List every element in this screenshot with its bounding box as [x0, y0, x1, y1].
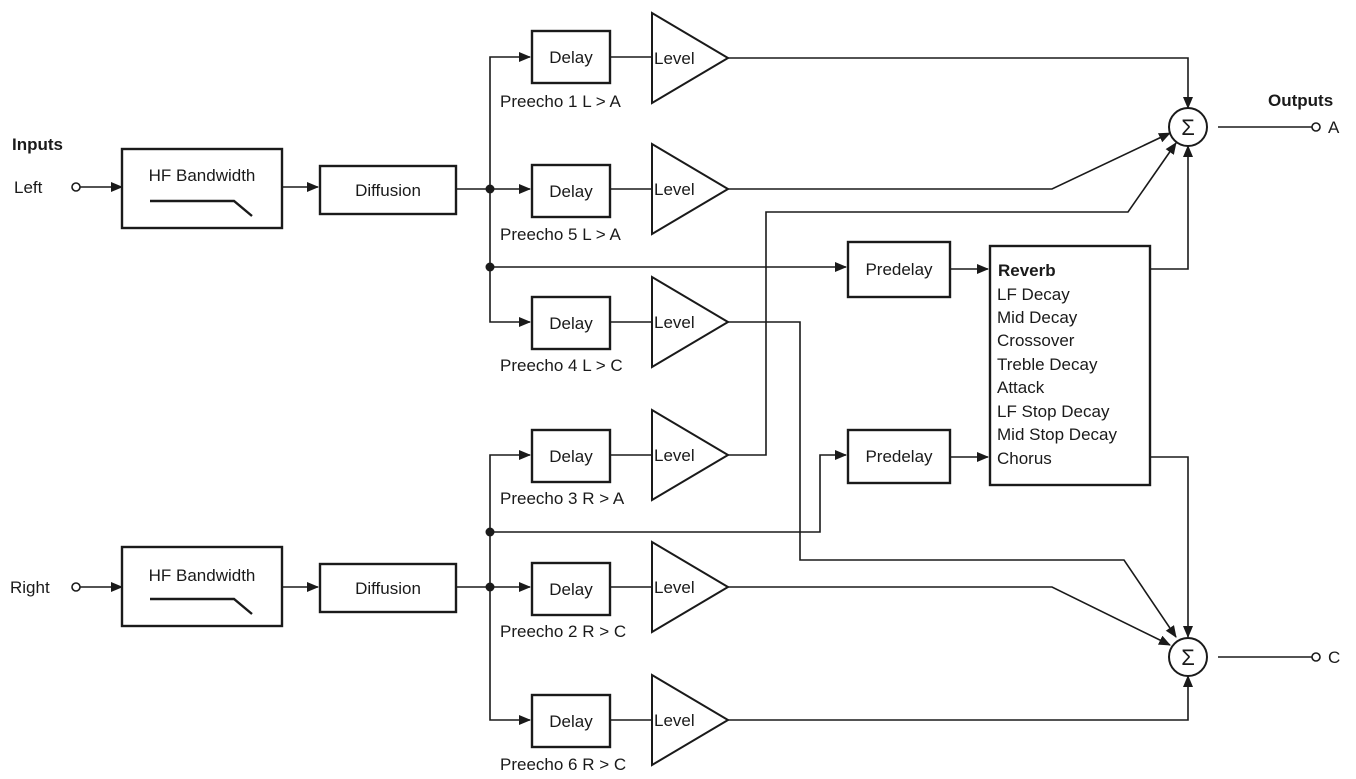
- predelay-bottom: Predelay: [846, 428, 952, 485]
- output-a-port: [1311, 122, 1321, 132]
- summer-c-circle: [1168, 637, 1208, 677]
- hf-bandwidth-label: HF Bandwidth: [149, 566, 256, 585]
- level-label: Level: [654, 180, 695, 199]
- preecho-6-chain: Delay Level Preecho 6 R > C: [500, 673, 730, 774]
- wire-to-delay6: [489, 587, 531, 725]
- junction-dot: [485, 582, 495, 592]
- delay-label: Delay: [549, 447, 593, 466]
- level-amp-icon: [651, 673, 730, 767]
- preecho-6-label: Preecho 6 R > C: [500, 755, 626, 774]
- preecho-4-label: Preecho 4 L > C: [500, 356, 623, 375]
- junction-dot: [485, 527, 495, 537]
- predelay-top: Predelay: [846, 240, 952, 299]
- reverb-param: Mid Decay: [997, 308, 1078, 327]
- hf-bandwidth-label: HF Bandwidth: [149, 166, 256, 185]
- left-input-port: [71, 182, 81, 192]
- inputs-heading: Inputs: [12, 135, 63, 154]
- level-amp-icon: [651, 275, 730, 369]
- preecho-2-label: Preecho 2 R > C: [500, 622, 626, 641]
- outputs-heading: Outputs: [1268, 91, 1333, 110]
- delay-label: Delay: [549, 580, 593, 599]
- reverb-param: LF Decay: [997, 285, 1070, 304]
- summer-a: Σ: [1168, 107, 1208, 147]
- predelay-label: Predelay: [865, 447, 933, 466]
- wire-level4-sumC: [728, 321, 1177, 638]
- predelay-label: Predelay: [865, 260, 933, 279]
- reverb-title: Reverb: [998, 261, 1056, 280]
- junction-dot: [485, 262, 495, 272]
- level-amp-icon: [651, 540, 730, 634]
- sigma-icon: Σ: [1181, 645, 1195, 670]
- preecho-5-label: Preecho 5 L > A: [500, 225, 621, 244]
- level-label: Level: [654, 711, 695, 730]
- delay-label: Delay: [549, 712, 593, 731]
- output-a-label: A: [1328, 118, 1340, 137]
- output-c-label: C: [1328, 648, 1340, 667]
- diffusion-label: Diffusion: [355, 181, 421, 200]
- wire-level6-sumC: [728, 675, 1193, 721]
- preecho-3-chain: Delay Level Preecho 3 R > A: [500, 408, 730, 508]
- hf-bandwidth-left: HF Bandwidth: [120, 147, 284, 230]
- preecho-4-chain: Delay Level Preecho 4 L > C: [500, 275, 730, 375]
- left-input-label: Left: [14, 178, 43, 197]
- preecho-3-label: Preecho 3 R > A: [500, 489, 625, 508]
- right-input-port: [71, 582, 81, 592]
- reverb-param: Attack: [997, 378, 1045, 397]
- lowpass-curve-icon: [150, 597, 253, 615]
- ports: [71, 122, 1321, 662]
- wire-to-predelay-bottom: [490, 450, 847, 533]
- summer-a-circle: [1168, 107, 1208, 147]
- preecho-5-chain: Delay Level Preecho 5 L > A: [500, 142, 730, 244]
- wire-reverb-sumA: [1150, 145, 1193, 270]
- wire-level1-sumA: [728, 57, 1193, 109]
- level-amp-icon: [651, 11, 730, 105]
- reverb-param: Chorus: [997, 449, 1052, 468]
- delay-label: Delay: [549, 182, 593, 201]
- level-amp-icon: [651, 142, 730, 236]
- preecho-1-label: Preecho 1 L > A: [500, 92, 621, 111]
- wire-reverb-sumC: [1150, 456, 1193, 638]
- right-input-label: Right: [10, 578, 50, 597]
- lowpass-curve-icon: [150, 199, 253, 217]
- wire-level5-sumA: [728, 132, 1171, 190]
- wire-to-delay1: [489, 52, 531, 189]
- reverb-param: Treble Decay: [997, 355, 1098, 374]
- wire-level2-sumC: [728, 586, 1171, 646]
- diffusion-left: Diffusion: [318, 164, 458, 216]
- reverb-param: Mid Stop Decay: [997, 425, 1117, 444]
- sigma-icon: Σ: [1181, 115, 1195, 140]
- reverb-block: Reverb LF Decay Mid Decay Crossover Treb…: [988, 244, 1152, 487]
- reverb-param: Crossover: [997, 331, 1075, 350]
- delay-label: Delay: [549, 314, 593, 333]
- level-label: Level: [654, 578, 695, 597]
- junctions: [485, 184, 495, 592]
- reverb-param: LF Stop Decay: [997, 402, 1110, 421]
- level-label: Level: [654, 446, 695, 465]
- hf-bandwidth-right: HF Bandwidth: [120, 545, 284, 628]
- diffusion-label: Diffusion: [355, 579, 421, 598]
- output-c-port: [1311, 652, 1321, 662]
- wires: [80, 52, 1312, 725]
- wire-level3-sumA: [728, 142, 1177, 456]
- preecho-2-chain: Delay Level Preecho 2 R > C: [500, 540, 730, 641]
- wire-to-delay3: [489, 450, 531, 587]
- summer-c: Σ: [1168, 637, 1208, 677]
- delay-label: Delay: [549, 48, 593, 67]
- junction-dot: [485, 184, 495, 194]
- level-amp-icon: [651, 408, 730, 502]
- level-label: Level: [654, 49, 695, 68]
- diffusion-right: Diffusion: [318, 562, 458, 614]
- wire-to-delay4: [489, 189, 531, 327]
- level-label: Level: [654, 313, 695, 332]
- preecho-1-chain: Delay Level Preecho 1 L > A: [500, 11, 730, 111]
